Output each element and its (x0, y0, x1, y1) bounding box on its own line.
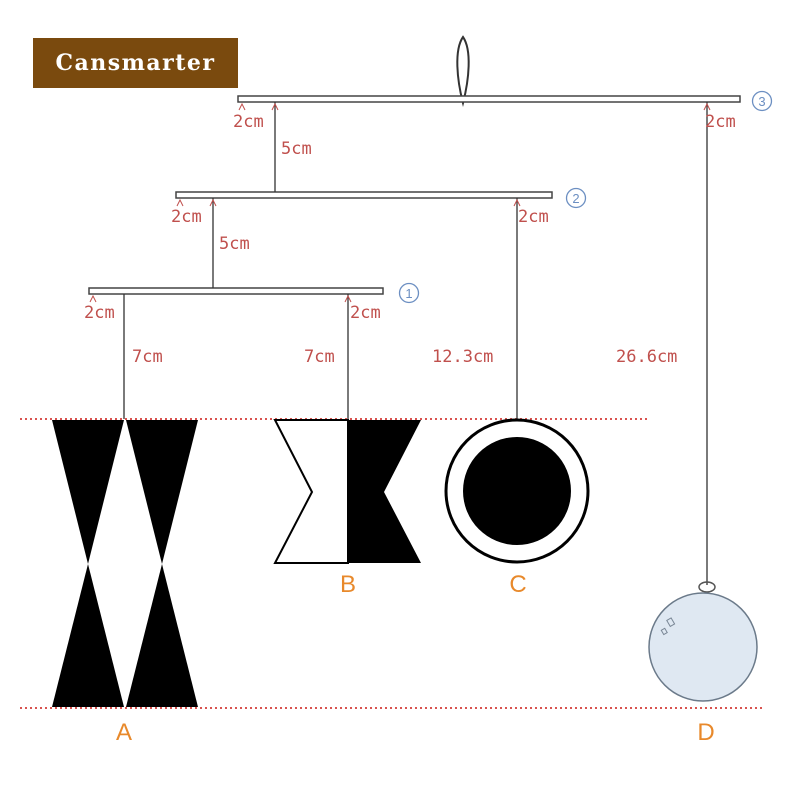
label-arm2-right: 2cm (518, 207, 549, 227)
label-drop-3-2: 5cm (281, 139, 312, 159)
label-arm1-right: 2cm (350, 303, 381, 323)
label-arm3-right: 2cm (705, 112, 736, 132)
arm-3 (237, 95, 741, 103)
svg-text:3: 3 (758, 94, 765, 109)
arm-1 (88, 287, 384, 295)
svg-text:1: 1 (405, 286, 412, 301)
svg-text:2: 2 (572, 191, 579, 206)
arm-number-2: 2 (565, 187, 587, 209)
arm-2 (175, 191, 553, 199)
label-arm1-left: 2cm (84, 303, 115, 323)
label-arm3-left: 2cm (233, 112, 264, 132)
piece-c-shape (444, 418, 590, 564)
piece-label-b: B (340, 571, 356, 598)
label-string-c: 12.3cm (432, 347, 493, 367)
label-string-d: 26.6cm (616, 347, 677, 367)
arm-number-1: 1 (398, 282, 420, 304)
brand-badge: Cansmarter (33, 38, 238, 88)
label-arm2-left: 2cm (171, 207, 202, 227)
piece-label-c: C (509, 571, 526, 598)
piece-a-shape (52, 420, 198, 707)
piece-b-shape (273, 419, 421, 564)
label-string-a: 7cm (132, 347, 163, 367)
piece-d-ball (648, 581, 758, 702)
hanging-loop (456, 35, 470, 107)
measure-marks (89, 102, 711, 303)
piece-label-a: A (116, 719, 132, 746)
label-string-b: 7cm (304, 347, 335, 367)
label-drop-2-1: 5cm (219, 234, 250, 254)
piece-label-d: D (697, 719, 714, 746)
arm-number-3: 3 (751, 90, 773, 112)
